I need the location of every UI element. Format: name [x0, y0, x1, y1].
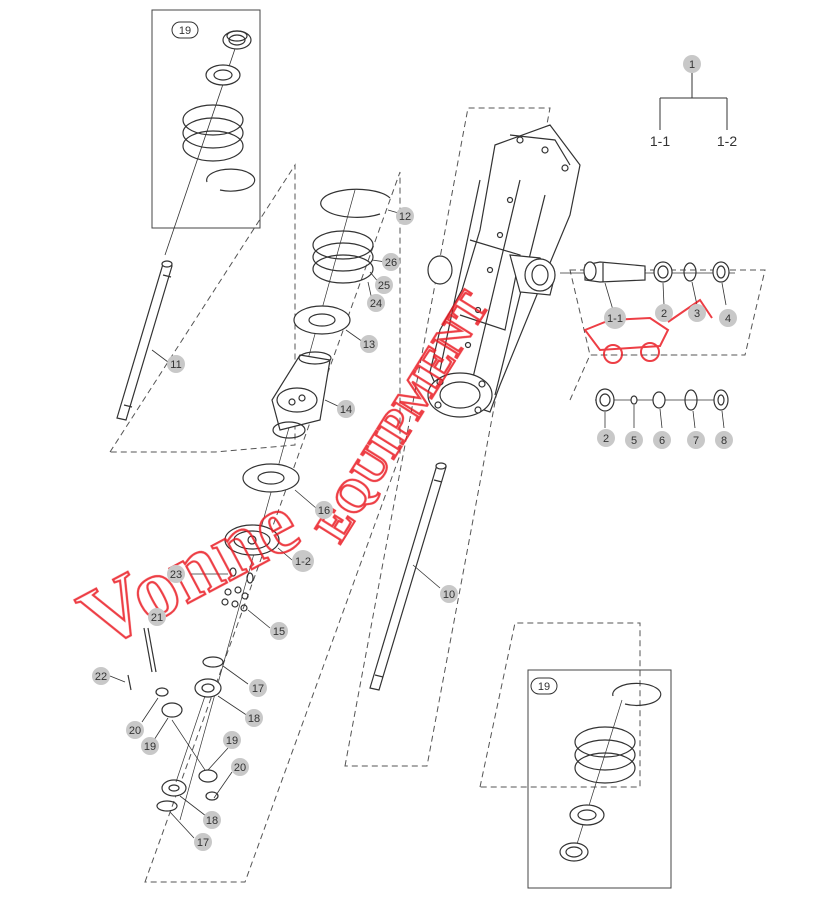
svg-text:20: 20 [129, 725, 141, 737]
left-shaft-outline [109, 163, 296, 453]
svg-text:26: 26 [385, 257, 397, 269]
svg-text:19: 19 [226, 735, 238, 747]
top-kit-parts [164, 30, 256, 256]
tree-root-label: 1 [689, 59, 695, 71]
svg-text:18: 18 [248, 713, 260, 725]
svg-text:2: 2 [661, 308, 667, 320]
right-upper-parts [560, 261, 735, 283]
shaft-11 [116, 260, 173, 421]
right-lower-leaders [604, 405, 725, 429]
svg-text:10: 10 [443, 589, 455, 601]
callout-c20a: 20 [126, 721, 144, 739]
svg-text:25: 25 [378, 280, 390, 292]
svg-text:1-2: 1-2 [295, 556, 311, 568]
svg-text:11: 11 [170, 359, 181, 371]
svg-text:19: 19 [144, 741, 156, 753]
svg-text:2: 2 [603, 433, 609, 445]
callout-c18a: 18 [245, 709, 263, 727]
svg-text:17: 17 [252, 683, 264, 695]
right-parts-lower-link [569, 354, 700, 401]
svg-text:6: 6 [659, 435, 665, 447]
callout-c25: 25 [375, 276, 393, 294]
svg-text:4: 4 [725, 313, 731, 325]
callout-c13: 13 [360, 335, 378, 353]
callout-c21: 21 [148, 608, 166, 626]
svg-text:16: 16 [318, 505, 330, 517]
housing-outline [344, 107, 551, 767]
callout-c17b: 17 [194, 833, 212, 851]
svg-text:23: 23 [170, 569, 182, 581]
bottom-kit-box [527, 669, 672, 889]
callout-c23: 23 [167, 565, 185, 583]
callout-c24: 24 [367, 294, 385, 312]
callout-r2b: 2 [597, 429, 615, 447]
callout-r8: 8 [715, 431, 733, 449]
callout-c19a: 19 [141, 737, 159, 755]
callout-c19b: 19 [223, 731, 241, 749]
callout-c12: 12 [396, 207, 414, 225]
bottom-kit-label: 19 [530, 677, 558, 695]
callout-c26: 26 [382, 253, 400, 271]
tree-child-1-2: 1-2 [717, 133, 737, 149]
callout-r2a: 2 [655, 304, 673, 322]
callout-r6: 6 [653, 431, 671, 449]
callout-c16: 16 [315, 501, 333, 519]
right-upper-leaders [604, 281, 727, 311]
svg-text:21: 21 [151, 612, 163, 624]
svg-text:17: 17 [197, 837, 209, 849]
callout-c20b: 20 [231, 758, 249, 776]
tree-root-callout [683, 55, 701, 73]
right-parts-outline [569, 269, 766, 356]
svg-text:22: 22 [95, 671, 107, 683]
svg-text:3: 3 [694, 308, 700, 320]
svg-text:18: 18 [206, 815, 218, 827]
svg-text:1-1: 1-1 [607, 313, 623, 325]
callout-c10: 10 [440, 585, 458, 603]
svg-text:7: 7 [693, 435, 699, 447]
callout-c11: 11 [167, 355, 185, 373]
tree-child-1-1: 1-1 [650, 133, 670, 149]
part-tree: 1 1-1 1-2 [650, 55, 737, 149]
main-housing [427, 124, 581, 418]
bottom-box-outline [479, 622, 641, 788]
callout-r4: 4 [719, 309, 737, 327]
callout-c17a: 17 [249, 679, 267, 697]
callout-r7: 7 [687, 431, 705, 449]
svg-text:12: 12 [399, 211, 411, 223]
center-leaders [109, 209, 403, 839]
top-kit-box [151, 9, 261, 229]
callout-c1-2: 1-2 [292, 550, 314, 572]
callout-r1-1: 1-1 [604, 307, 626, 329]
svg-text:13: 13 [363, 339, 375, 351]
right-lower-parts [595, 388, 729, 412]
shaft-10 [369, 462, 447, 691]
svg-text:15: 15 [273, 626, 285, 638]
callout-r5: 5 [625, 431, 643, 449]
bottom-kit-parts [559, 682, 662, 862]
center-parts [127, 188, 391, 821]
svg-text:8: 8 [721, 435, 727, 447]
callout-c18b: 18 [203, 811, 221, 829]
svg-text:5: 5 [631, 435, 637, 447]
svg-text:19: 19 [179, 25, 191, 37]
callout-c15: 15 [270, 622, 288, 640]
svg-text:24: 24 [370, 298, 382, 310]
svg-text:20: 20 [234, 762, 246, 774]
top-kit-label: 19 [171, 21, 199, 39]
svg-text:14: 14 [340, 404, 352, 416]
svg-text:19: 19 [538, 681, 550, 693]
callout-r3: 3 [688, 304, 706, 322]
callout-c22: 22 [92, 667, 110, 685]
callout-c14: 14 [337, 400, 355, 418]
